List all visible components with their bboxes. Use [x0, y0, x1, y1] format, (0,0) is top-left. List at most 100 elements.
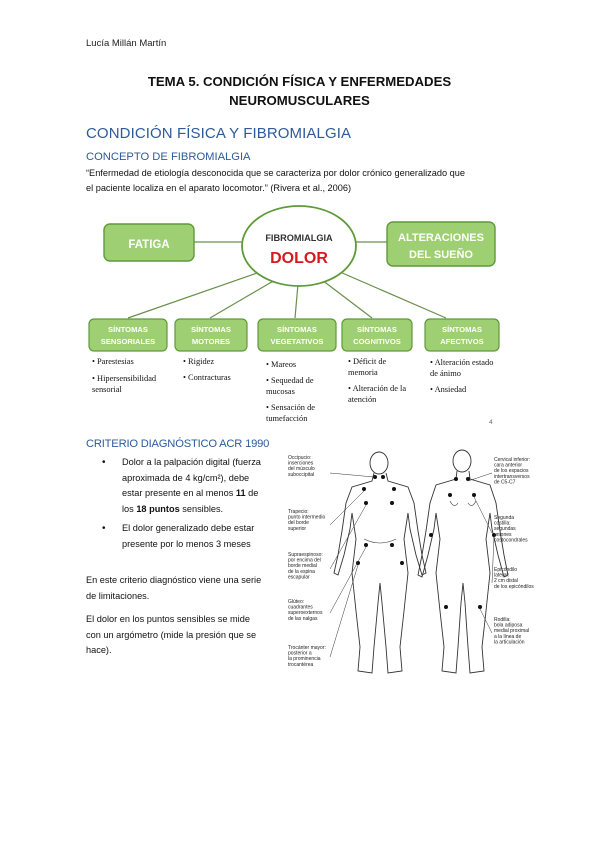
label-trocanter-4: trocantérea	[288, 662, 314, 668]
measurement-paragraph: El dolor en los puntos sensibles se mide…	[86, 612, 308, 659]
document-title: TEMA 5. CONDICIÓN FÍSICA Y ENFERMEDADES …	[60, 72, 539, 110]
label-trapecio-3: del borde	[288, 520, 309, 526]
limitations-line-1: En este criterio diagnóstico viene una s…	[86, 575, 262, 585]
measurement-line-2: con un argómetro (mide la presión que se	[86, 629, 257, 640]
criteria-1-bold-18: 18 puntos	[136, 503, 180, 514]
label-epicondilo-1: Epicóndilo	[494, 567, 517, 573]
label-supraespinoso-4: de la espina	[288, 569, 315, 575]
label-occipucio-2: inserciones	[288, 461, 314, 467]
measurement-line-1: El dolor en los puntos sensibles se mide	[86, 614, 250, 624]
category-box-motores	[174, 318, 248, 352]
category-boxes	[88, 318, 500, 352]
label-gluteo-1: Glúteo:	[288, 599, 304, 605]
title-line-1: TEMA 5. CONDICIÓN FÍSICA Y ENFERMEDADES	[147, 74, 452, 89]
label-supraespinoso-3: borde medial	[288, 563, 317, 569]
label-costilla-1: Segunda	[494, 515, 514, 521]
label-gluteo-3: superoexternos	[288, 610, 323, 616]
label-gluteo-4: de las nalgas	[288, 616, 318, 622]
sym-sensoriales-2a: • Hipersensibilidad	[92, 374, 157, 383]
connector-lines	[127, 241, 447, 319]
criteria-1-bold-11: 11	[235, 488, 246, 498]
label-supraespinoso-2: por encima del	[288, 558, 321, 564]
fatiga-box	[103, 223, 195, 262]
cat-afectivos-l2: AFECTIVOS	[440, 337, 483, 346]
criteria-1-line-1: Dolor a la palpación digital (fuerza	[122, 457, 261, 467]
sym-afectivos-1a: • Alteración estado	[430, 358, 493, 367]
label-trapecio-1: Trapecio:	[288, 509, 309, 515]
criteria-item-1: Dolor a la palpación digital (fuerza apr…	[100, 455, 310, 517]
connector-cognitivos	[321, 279, 373, 319]
sym-sensoriales-2b: sensorial	[92, 385, 122, 394]
label-occipucio-3: del músculo	[288, 466, 315, 472]
sym-sensoriales-1: • Parestesias	[92, 357, 134, 366]
cat-motores-l1: SÍNTOMAS	[191, 325, 231, 334]
category-box-sensoriales	[88, 318, 168, 352]
cat-sensoriales-l2: SENSORIALES	[101, 337, 155, 346]
sym-vegetativos-3b: tumefacción	[266, 414, 308, 423]
front-view-body	[417, 449, 509, 674]
limitations-line-2: de limitaciones.	[86, 590, 150, 601]
label-trocanter-3: la prominencia	[288, 656, 321, 662]
criteria-1-line-3b: de	[245, 488, 259, 498]
label-trapecio-4: superior	[288, 526, 306, 532]
label-trocanter-1: Trocánter mayor:	[288, 645, 326, 651]
back-view-body	[333, 451, 427, 674]
category-box-afectivos	[424, 318, 500, 352]
sym-motores-1: • Rigidez	[183, 357, 214, 366]
fatiga-label: FATIGA	[128, 239, 169, 251]
label-occipucio-1: Occipucio:	[288, 455, 311, 461]
sym-cognitivos-1b: memoria	[348, 368, 378, 377]
criteria-2-line-2: presente por lo menos 3 meses	[122, 538, 251, 549]
label-costilla-3: segundas	[494, 526, 516, 532]
center-label-fibromialgia: FIBROMIALGIA	[265, 233, 333, 243]
section-heading: CONDICIÓN FÍSICA Y FIBROMIALGIA	[86, 125, 352, 142]
center-label-dolor: DOLOR	[270, 250, 328, 267]
sym-vegetativos-2b: mucosas	[266, 387, 295, 396]
label-trocanter-2: posterior a	[288, 651, 312, 657]
label-rodilla-1: Rodilla:	[494, 617, 511, 623]
label-epicondilo-3: 2 cm distal	[494, 578, 518, 584]
sym-cognitivos-2a: • Alteración de la	[348, 384, 406, 393]
criteria-1-line-2: aproximada de 4 kg/cm²), debe	[122, 472, 250, 483]
label-rodilla-3: medial proximal	[494, 628, 529, 634]
sym-afectivos-2: • Ansiedad	[430, 385, 467, 394]
definition-quote: “Enfermedad de etiología desconocida que…	[86, 166, 510, 196]
cat-vegetativos-l1: SÍNTOMAS	[277, 325, 317, 334]
criteria-item-2: El dolor generalizado debe estar present…	[100, 521, 310, 552]
quote-line-1: “Enfermedad de etiología desconocida que…	[86, 168, 465, 178]
svg-text:Trocánter mayor:posterior ala: Trocánter mayor:posterior ala prominenci…	[288, 645, 326, 668]
label-epicondilo-2: lateral:	[494, 573, 509, 579]
label-epicondilo-4: de los epicóndilos	[494, 584, 534, 590]
criteria-heading: CRITERIO DIAGNÓSTICO ACR 1990	[86, 438, 270, 450]
sym-motores-2: • Contracturas	[183, 373, 231, 382]
sueno-label-1: ALTERACIONES	[398, 232, 484, 244]
label-rodilla-5: la articulación	[494, 639, 525, 645]
label-rodilla-4: a la línea de	[494, 634, 521, 640]
label-costilla-4: uniones	[494, 532, 512, 538]
concept-heading: CONCEPTO DE FIBROMIALGIA	[86, 151, 251, 163]
label-occipucio-4: suboccipital	[288, 472, 314, 478]
quote-line-2: el paciente localiza en el aparato locom…	[86, 183, 352, 193]
label-costilla-2: costilla:	[494, 521, 511, 527]
criteria-list: Dolor a la palpación digital (fuerza apr…	[100, 455, 310, 556]
label-gluteo-2: cuadrantes	[288, 605, 313, 611]
sym-vegetativos-1: • Mareos	[266, 360, 296, 369]
measurement-line-3: hace).	[86, 645, 112, 655]
sym-cognitivos-2b: atención	[348, 395, 377, 404]
label-supraespinoso-1: Supraespinoso:	[288, 552, 323, 558]
sym-afectivos-1b: de ánimo	[430, 369, 461, 378]
figure-leader-lines	[329, 472, 495, 658]
criteria-1-line-3a: estar presente en al menos	[122, 488, 236, 498]
connector-sensoriales	[127, 271, 261, 319]
category-box-cognitivos	[341, 318, 413, 352]
criteria-2-line-1: El dolor generalizado debe estar	[122, 523, 255, 533]
label-cervical-3: de los espacios	[494, 468, 529, 474]
